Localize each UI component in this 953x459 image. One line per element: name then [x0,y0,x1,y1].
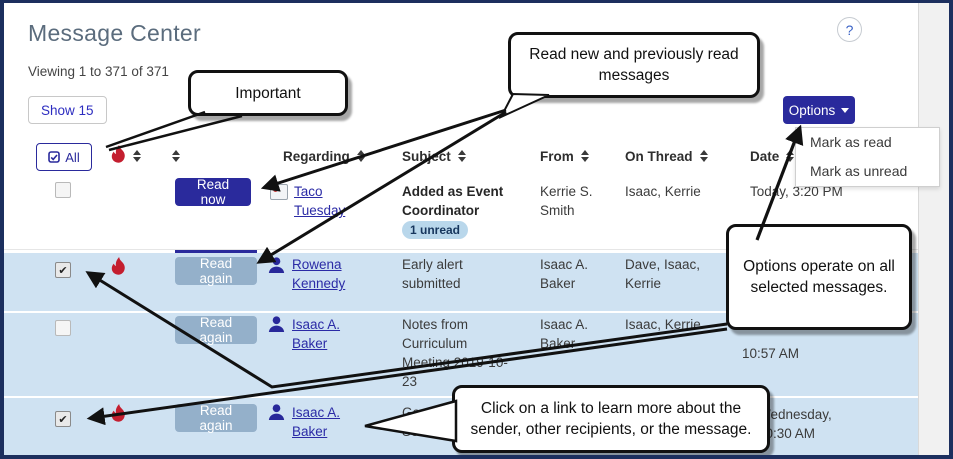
regarding-link[interactable]: Isaac A. [292,405,341,420]
regarding-link-cell: Rowena Kennedy [292,255,345,293]
callout-link: Click on a link to learn more about the … [452,385,770,453]
sort-icon [786,150,795,162]
sort-icon [356,150,365,162]
caret-down-icon [841,107,850,113]
read-again-button[interactable]: Read again [175,256,257,286]
sort-icon[interactable] [172,150,180,162]
regarding-link[interactable]: Rowena [292,257,342,272]
row-checkbox[interactable] [55,411,71,427]
regarding-link[interactable]: Baker [292,336,328,351]
right-gutter [918,3,950,455]
check-all-icon [48,151,61,163]
regarding-link-cell: Taco Tuesday [294,182,345,220]
regarding-link[interactable]: Baker [292,424,328,439]
person-icon [268,257,285,273]
row-checkbox[interactable] [55,320,71,336]
column-header-from[interactable]: From [540,146,589,166]
unread-badge: 1 unread [402,221,469,239]
from-cell: Kerrie S. Smith [540,184,593,218]
sort-icon [457,150,466,162]
date-cell: 10:57 AM [742,346,800,361]
thread-cell: Isaac, Kerrie [625,184,701,199]
page-title: Message Center [28,20,201,46]
subject-cell: Added as Event Coordinator [402,184,504,218]
regarding-link-cell: Isaac A. Baker [292,315,340,353]
column-header-on-thread[interactable]: On Thread [625,146,708,166]
person-icon [268,404,285,420]
flame-icon [111,145,125,163]
regarding-link[interactable]: Kennedy [292,276,346,291]
regarding-link[interactable]: Tuesday [294,203,346,218]
read-again-button[interactable]: Read again [175,403,257,433]
callout-important: Important [188,70,348,116]
help-icon[interactable]: ? [837,17,862,42]
from-cell: Isaac A. Baker [540,257,589,291]
column-header-date[interactable]: Date [750,146,795,166]
sort-icon [699,150,708,162]
sort-icon [580,150,589,162]
subject-cell: Early alert submitted [402,257,463,291]
menu-item-mark-as-unread[interactable]: Mark as unread [810,163,908,179]
event-icon [270,184,288,200]
show-count-button[interactable]: Show 15 [28,96,107,124]
subject-cell: Good Seminar [402,405,453,439]
read-now-button[interactable]: Read now [175,177,251,207]
regarding-link-cell: Isaac A. Baker [292,403,340,441]
button-underline [175,250,257,253]
read-again-button[interactable]: Read again [175,315,257,345]
thread-cell: Dave, Isaac, Kerrie [625,257,701,291]
column-header-subject[interactable]: Subject [402,146,466,166]
row-checkbox[interactable] [55,182,71,198]
callout-read-messages: Read new and previously read messages [508,32,760,98]
options-menu: Mark as read Mark as unread [795,127,940,187]
regarding-link[interactable]: Taco [294,184,323,199]
row-checkbox[interactable] [55,262,71,278]
person-icon [268,316,285,332]
flame-icon [111,257,125,275]
regarding-link[interactable]: Isaac A. [292,317,341,332]
flame-icon [111,404,125,422]
from-cell: Isaac A. Baker [540,317,589,351]
date-cell: Wednesday, 10:30 AM [758,407,832,441]
column-header-regarding[interactable]: Regarding [283,146,365,166]
callout-options: Options operate on all selected messages… [726,224,912,330]
subject-cell: Notes from Curriculum Meeting 2019-10- 2… [402,317,508,389]
menu-item-mark-as-read[interactable]: Mark as read [810,134,892,150]
select-all-button[interactable]: All [36,143,92,171]
thread-cell: Isaac, Kerrie [625,317,701,332]
options-button[interactable]: Options [783,96,855,124]
sort-icon[interactable] [133,150,141,162]
viewing-count: Viewing 1 to 371 of 371 [28,64,169,79]
